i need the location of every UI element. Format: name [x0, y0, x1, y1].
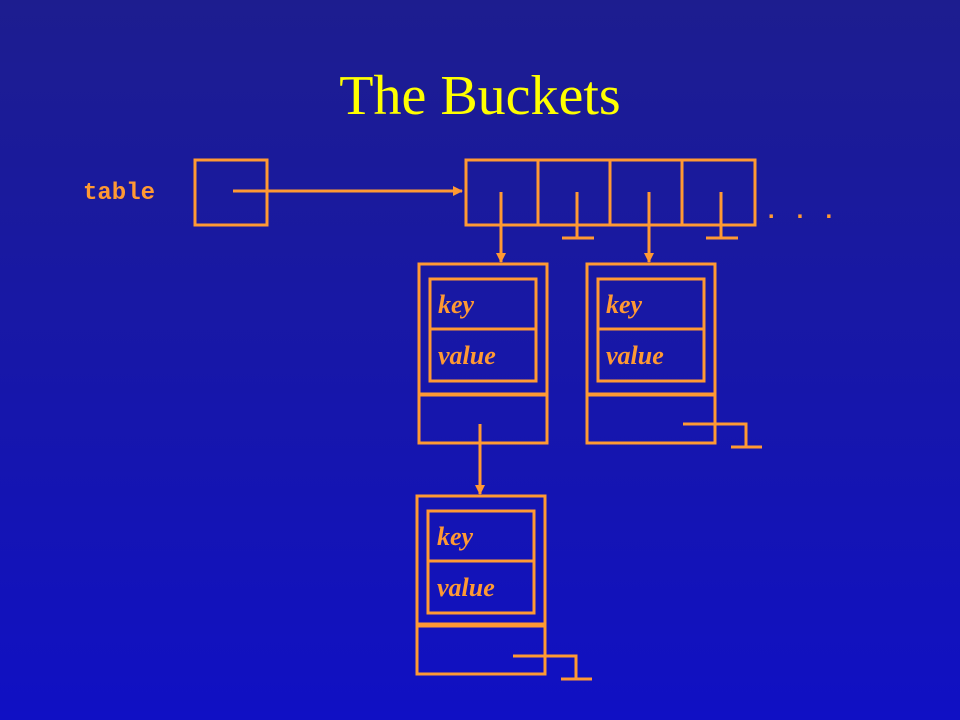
bucket-array-ellipsis: . . . — [764, 199, 836, 226]
slide-title: The Buckets — [339, 65, 621, 127]
entry-node-c-next-box — [415, 624, 547, 676]
entry-node-a-next-box — [417, 393, 549, 445]
bucket-3-null-ground — [706, 192, 738, 240]
entry-value-label: value — [437, 573, 495, 602]
entry-key-label: key — [606, 290, 643, 319]
entry-node-b-value-box — [596, 327, 706, 383]
entry-node-c-null-ground — [513, 654, 592, 681]
table-label: table — [83, 180, 155, 207]
entry-key-label: key — [437, 522, 474, 551]
entry-value-label: value — [438, 341, 496, 370]
entry-node-a-value-box — [428, 327, 538, 383]
entry-node-c-frame — [415, 494, 547, 626]
entry-node-c-value-box — [426, 559, 536, 615]
bucket-1-null-ground — [562, 192, 594, 240]
entry-node-b-next-box — [585, 393, 717, 445]
entry-value-label: value — [606, 341, 664, 370]
entry-key-label: key — [438, 290, 475, 319]
entry-node-b-null-ground — [683, 422, 762, 449]
